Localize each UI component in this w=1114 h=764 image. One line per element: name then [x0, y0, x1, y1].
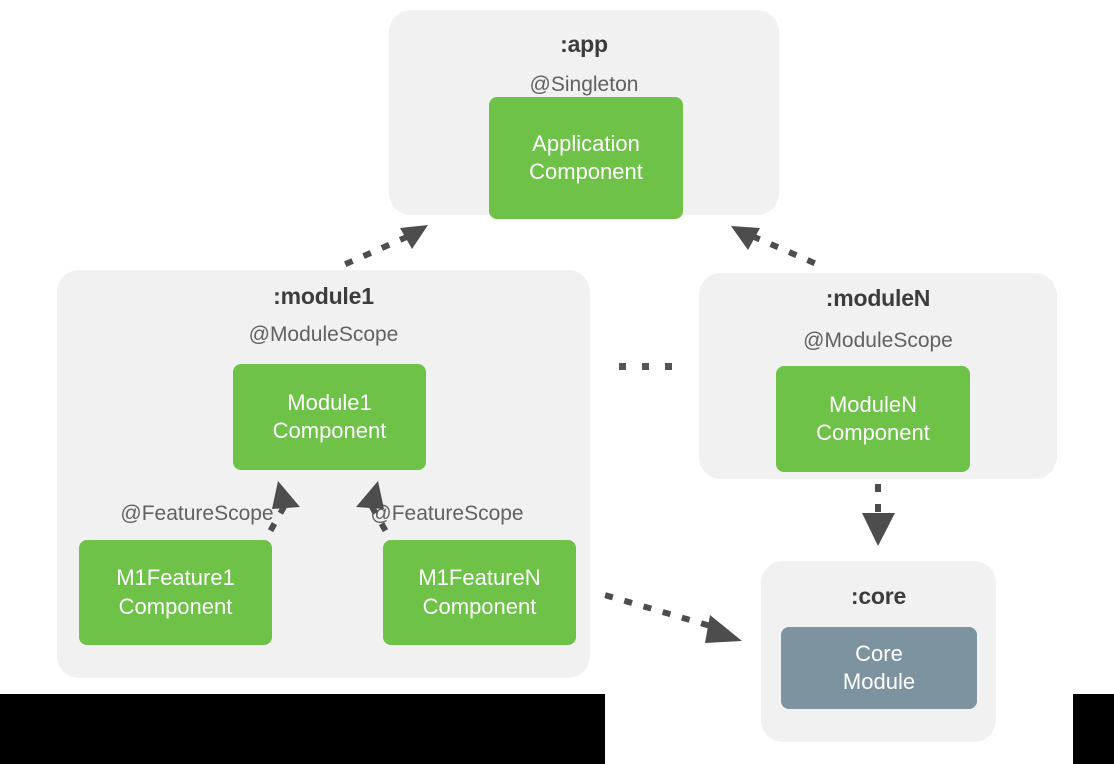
module-title-app: :app [560, 31, 608, 57]
arrowhead-modulen-to-app [731, 226, 760, 250]
ellipsis-dot [665, 363, 672, 370]
crop-bar-right [1073, 694, 1114, 764]
component-application-label: Application Component [529, 130, 643, 184]
edge-module1-to-core [604, 592, 711, 629]
component-module1[interactable]: Module1 Component [233, 364, 426, 470]
arrowhead-module1-to-app [400, 225, 428, 249]
scope-label-modulescope-module1: @ModuleScope [248, 323, 399, 346]
component-core-module-label: Core Module [842, 640, 916, 694]
arrowhead-module1-to-core [705, 615, 742, 643]
module-ellipsis [619, 363, 672, 370]
crop-bar-left [0, 694, 605, 764]
ellipsis-dot [619, 363, 626, 370]
component-m1featuren-label: M1FeatureN Component [418, 565, 541, 619]
component-modulen[interactable]: ModuleN Component [776, 366, 970, 472]
module-card-app: :app @Singleton Application Component [389, 10, 779, 219]
module-card-modulen: :moduleN @ModuleScope ModuleN Component [699, 273, 1057, 479]
component-module1-label: Module1 Component [272, 389, 387, 443]
component-modulen-label: ModuleN Component [816, 391, 930, 445]
module-title-core: :core [850, 583, 907, 609]
component-application[interactable]: Application Component [489, 97, 683, 219]
module-title-module1: :module1 [273, 283, 374, 309]
scope-label-featurescope-1: @FeatureScope [120, 502, 274, 525]
component-m1featuren[interactable]: M1FeatureN Component [383, 540, 576, 645]
module-title-modulen: :moduleN [825, 285, 931, 311]
module-card-core: :core Core Module [761, 561, 996, 742]
scope-label-singleton: @Singleton [529, 73, 639, 96]
edge-modulen-to-app [748, 232, 816, 266]
arrowhead-modulen-to-core [862, 513, 895, 546]
scope-label-modulescope-modulen: @ModuleScope [803, 329, 953, 352]
component-core-module[interactable]: Core Module [781, 627, 977, 709]
scope-label-featurescope-n: @FeatureScope [370, 502, 524, 525]
component-m1feature1[interactable]: M1Feature1 Component [79, 540, 272, 645]
ellipsis-dot [642, 363, 649, 370]
edge-module1-to-app [344, 232, 413, 267]
module-card-module1: :module1 @ModuleScope Module1 Component … [57, 270, 590, 678]
component-m1feature1-label: M1Feature1 Component [116, 565, 235, 619]
